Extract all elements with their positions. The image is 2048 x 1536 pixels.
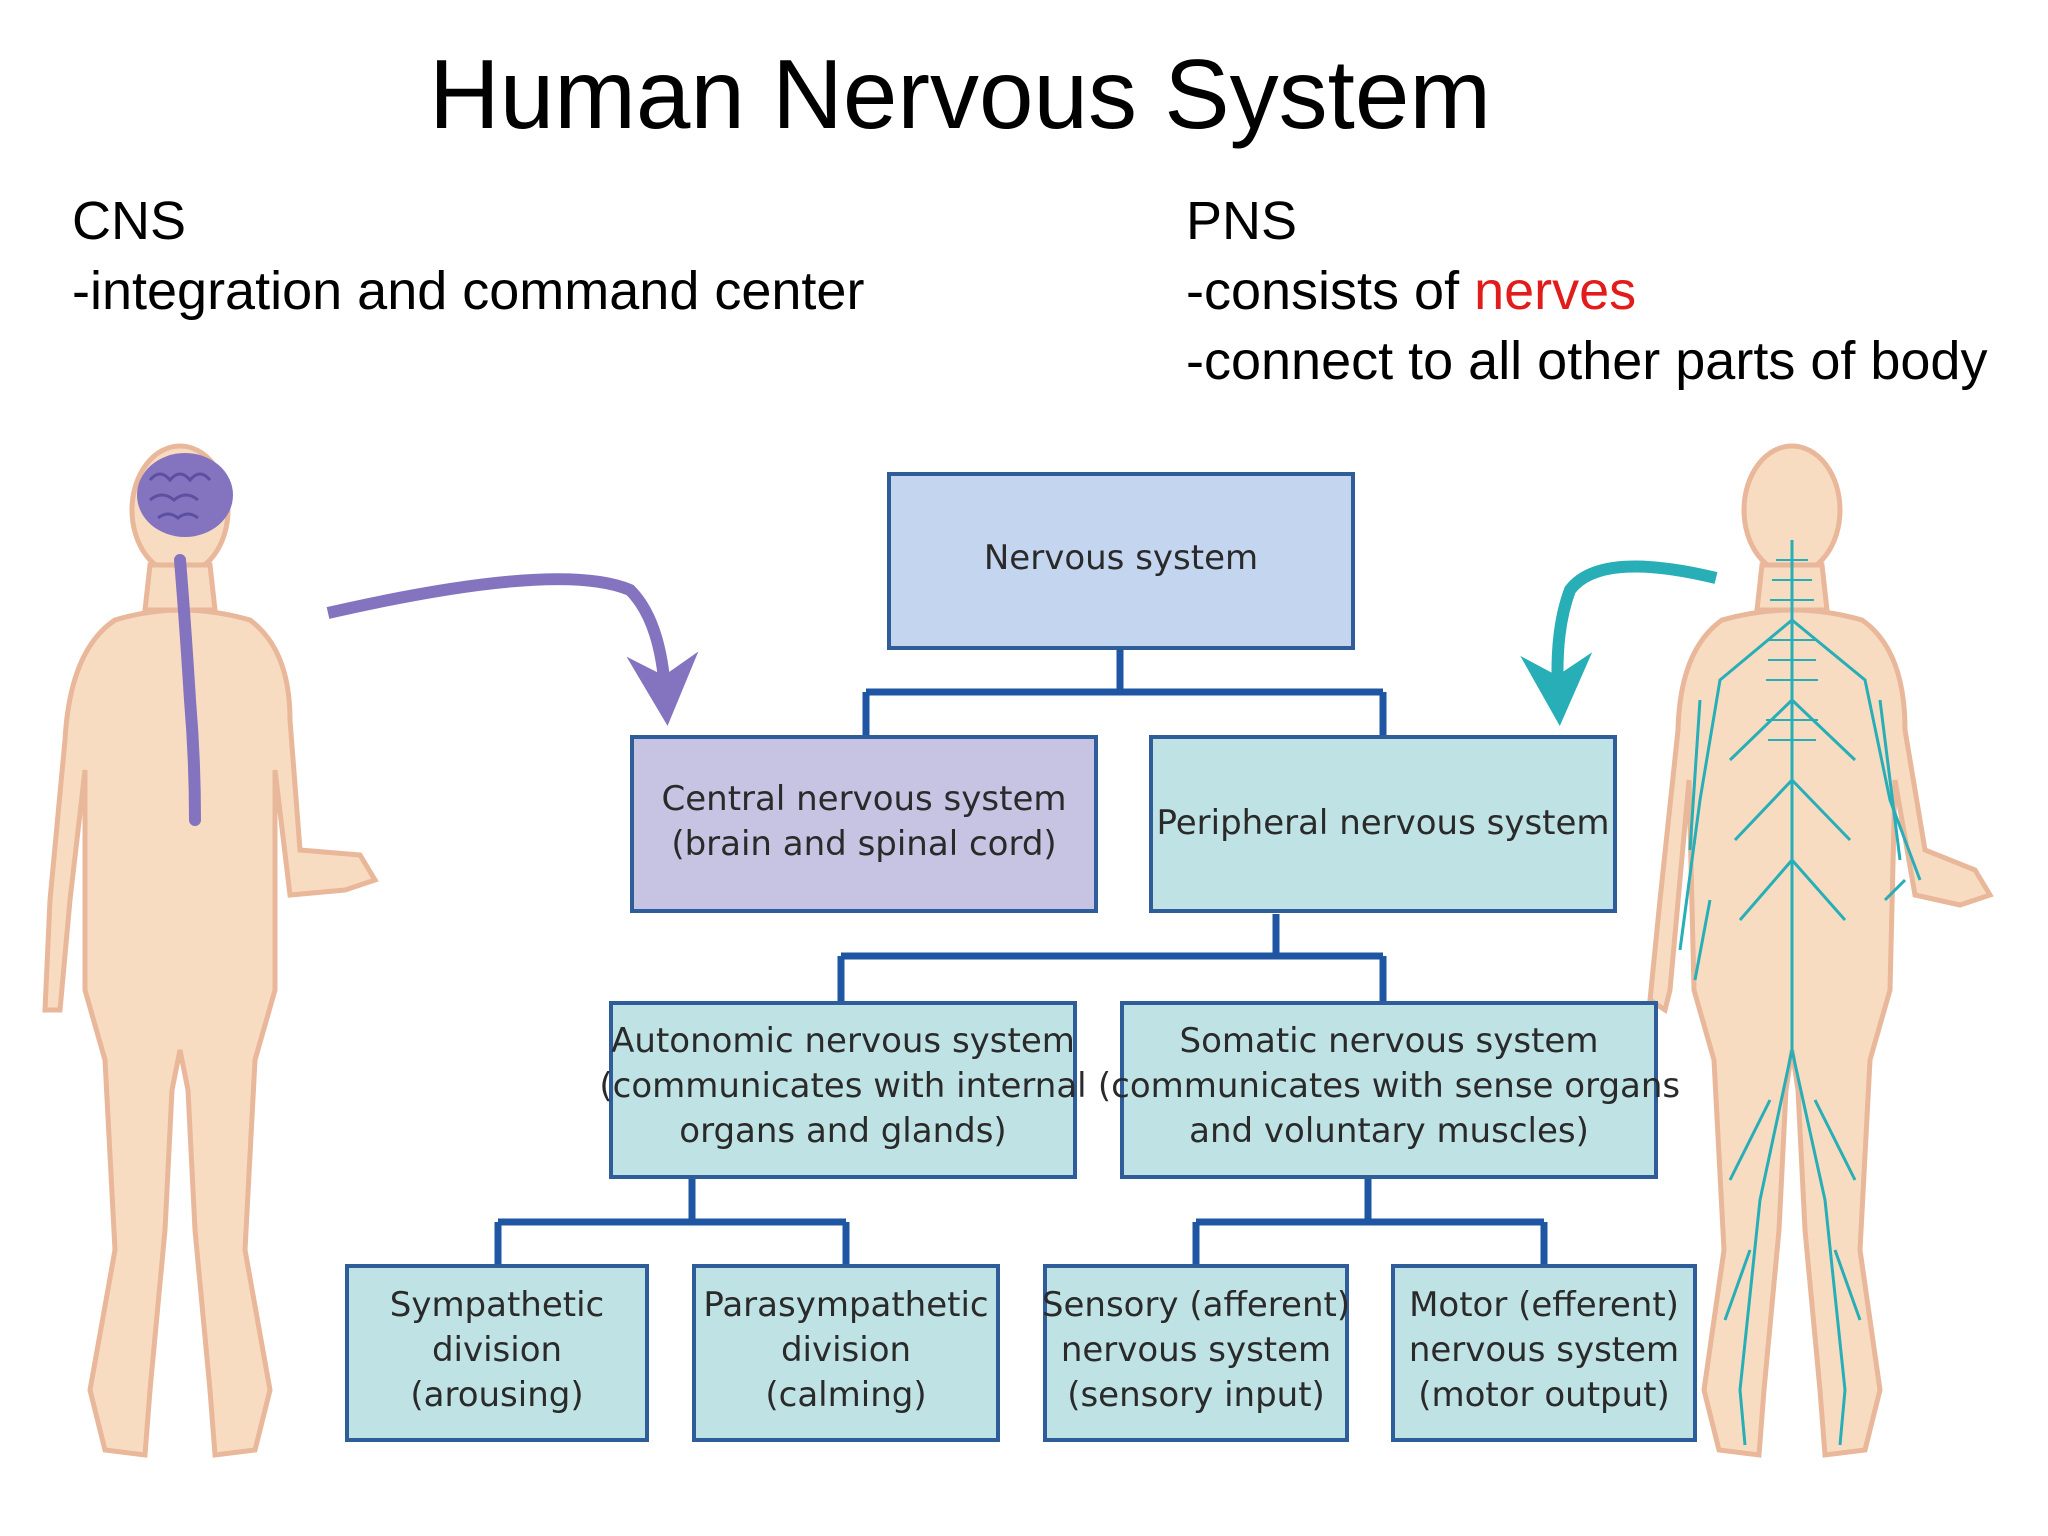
autonomic-box-line-2: (communicates with internal (599, 1066, 1086, 1106)
connector-somatic (1192, 1177, 1548, 1265)
parasympathetic-division-box: Parasympathetic division (calming) (692, 1264, 1000, 1442)
parasympathetic-box-line-2: division (781, 1330, 911, 1370)
sympathetic-division-box: Sympathetic division (arousing) (345, 1264, 649, 1442)
motor-box-line-2: nervous system (1409, 1330, 1679, 1370)
sympathetic-box-line-1: Sympathetic (390, 1285, 605, 1325)
pns-line-2: -connect to all other parts of body (1186, 331, 1988, 391)
connector-pns (837, 914, 1387, 1002)
cns-box-line-1: Central nervous system (662, 779, 1067, 819)
somatic-box-line-3: and voluntary muscles) (1189, 1111, 1589, 1151)
central-nervous-system-box: Central nervous system (brain and spinal… (630, 735, 1098, 913)
nervous-system-box: Nervous system (887, 472, 1355, 650)
motor-nervous-system-box: Motor (efferent) nervous system (motor o… (1391, 1264, 1697, 1442)
parasympathetic-box-line-1: Parasympathetic (703, 1285, 988, 1325)
page-title: Human Nervous System (428, 39, 1492, 149)
pns-description: PNS -consists of nerves -connect to all … (1186, 186, 1987, 396)
pns-arrow-icon (1520, 560, 1718, 726)
diagram-connectors (494, 650, 1548, 1265)
autonomic-box-line-3: organs and glands) (679, 1111, 1006, 1151)
autonomic-box-line-1: Autonomic nervous system (611, 1021, 1075, 1061)
connector-root (862, 650, 1387, 736)
pns-heading: PNS (1186, 191, 1298, 251)
pns-box-label: Peripheral nervous system (1156, 803, 1609, 843)
sympathetic-box-line-3: (arousing) (410, 1375, 583, 1415)
sensory-nervous-system-box: Sensory (afferent) nervous system (senso… (1042, 1264, 1350, 1442)
cns-heading: CNS (72, 191, 187, 251)
cns-line-1: -integration and command center (72, 261, 865, 321)
human-body-brain-spinal-cord-icon (42, 443, 379, 1458)
sensory-box-line-3: (sensory input) (1067, 1375, 1325, 1415)
peripheral-nervous-system-box: Peripheral nervous system (1149, 735, 1617, 913)
sympathetic-box-line-2: division (432, 1330, 562, 1370)
nervous-system-box-label: Nervous system (984, 538, 1258, 578)
cns-box-line-2: (brain and spinal cord) (671, 824, 1056, 864)
connector-autonomic (494, 1177, 850, 1265)
somatic-box-line-1: Somatic nervous system (1180, 1021, 1599, 1061)
cns-arrow-icon (326, 573, 699, 726)
motor-box-line-3: (motor output) (1418, 1375, 1670, 1415)
pns-line-1: -consists of nerves (1186, 256, 1987, 326)
cns-description: CNS -integration and command center (72, 186, 864, 326)
somatic-nervous-system-box: Somatic nervous system (communicates wit… (1098, 1001, 1680, 1179)
sensory-box-line-2: nervous system (1061, 1330, 1331, 1370)
autonomic-nervous-system-box: Autonomic nervous system (communicates w… (599, 1001, 1087, 1179)
pns-line-1-prefix: -consists of (1186, 261, 1475, 321)
somatic-box-line-2: (communicates with sense organs (1098, 1066, 1680, 1106)
nerves-highlight: nerves (1474, 261, 1637, 321)
motor-box-line-1: Motor (efferent) (1409, 1285, 1679, 1325)
parasympathetic-box-line-3: (calming) (765, 1375, 926, 1415)
sensory-box-line-1: Sensory (afferent) (1042, 1285, 1350, 1325)
human-body-nerve-network-icon (1647, 443, 1994, 1458)
